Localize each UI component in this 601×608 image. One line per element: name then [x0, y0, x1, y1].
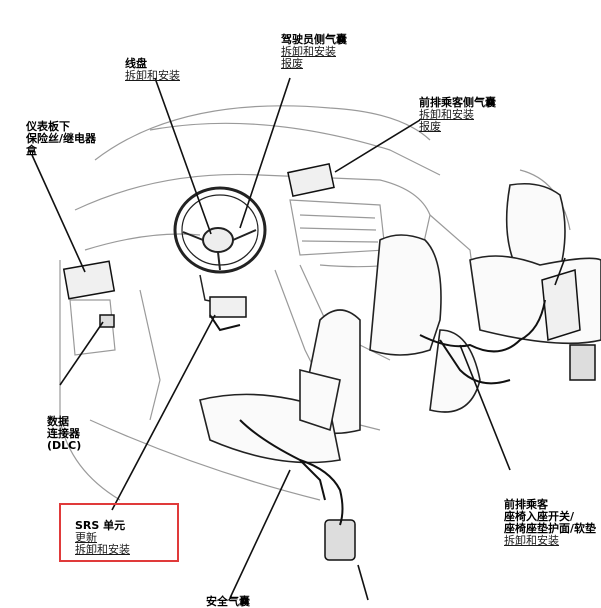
driver-airbag-callout: 驾驶员侧气囊 拆卸和安装 报废: [281, 34, 347, 70]
passenger-airbag-title: 前排乘客侧气囊: [419, 96, 496, 109]
steering-callout: 线盘 拆卸和安装: [125, 58, 180, 82]
steering-title: 线盘: [125, 57, 147, 70]
side-airbag-module: [541, 269, 581, 341]
srs-unit-remove-install-link[interactable]: 拆卸和安装: [75, 543, 130, 556]
passenger-airbag-callout: 前排乘客侧气囊 拆卸和安装 报废: [419, 97, 496, 133]
passenger-airbag-module: [287, 163, 335, 197]
driver-airbag-remove-install-link[interactable]: 拆卸和安装: [281, 45, 336, 58]
dlc-connector: [99, 314, 115, 328]
steering-wheel-sketch: [173, 186, 267, 306]
fuse-box-title-line-1: 仪表板下: [26, 120, 70, 133]
driver-airbag-title: 驾驶员侧气囊: [281, 33, 347, 46]
fuse-box-title-line-2: 保险丝/继电器: [26, 132, 97, 145]
srs-components: [62, 163, 596, 561]
wiring-harness: [209, 299, 546, 526]
srs-unit-callout: SRS 单元 更新 拆卸和安装: [75, 520, 130, 556]
driver-airbag-scrap-link[interactable]: 报废: [281, 57, 303, 70]
passenger-airbag-scrap-link[interactable]: 报废: [419, 120, 441, 133]
passenger-airbag-remove-install-link[interactable]: 拆卸和安装: [419, 108, 474, 121]
fuse-box-callout: 仪表板下 保险丝/继电器 盒: [26, 121, 96, 157]
passenger-seat-title-line-2: 座椅入座开关/: [504, 510, 575, 523]
rear-connector: [569, 344, 596, 381]
under-dash-fuse-box: [62, 260, 116, 300]
passenger-seat-title-line-3: 座椅座垫护面/软垫: [504, 522, 597, 535]
fuse-box-title-line-3: 盒: [26, 144, 37, 157]
passenger-seat-remove-install-link[interactable]: 拆卸和安装: [504, 534, 559, 547]
vehicle-interior-sketch: [59, 105, 571, 501]
steering-remove-install-link[interactable]: 拆卸和安装: [125, 69, 180, 82]
dlc-title-line-1: 数据: [47, 415, 69, 428]
front-passenger-seat: [199, 234, 442, 464]
dlc-title-line-2: 连接器: [47, 427, 80, 440]
srs-unit-module: [209, 296, 247, 318]
passenger-seat-callout: 前排乘客 座椅入座开关/ 座椅座垫护面/软垫 拆卸和安装: [504, 499, 596, 547]
srs-unit-title: SRS 单元: [75, 519, 126, 532]
srs-unit-highlight: [59, 503, 179, 562]
passenger-seat-title-line-1: 前排乘客: [504, 498, 548, 511]
seat-sensor-module: [324, 519, 356, 561]
bottom-cut-callout: 安全气囊: [206, 596, 250, 608]
dlc-callout: 数据 连接器 (DLC): [47, 416, 81, 452]
srs-unit-update-link[interactable]: 更新: [75, 531, 97, 544]
bottom-cut-title: 安全气囊: [206, 595, 250, 608]
leader-lines: [31, 77, 566, 601]
dlc-title-line-3: (DLC): [47, 439, 82, 452]
